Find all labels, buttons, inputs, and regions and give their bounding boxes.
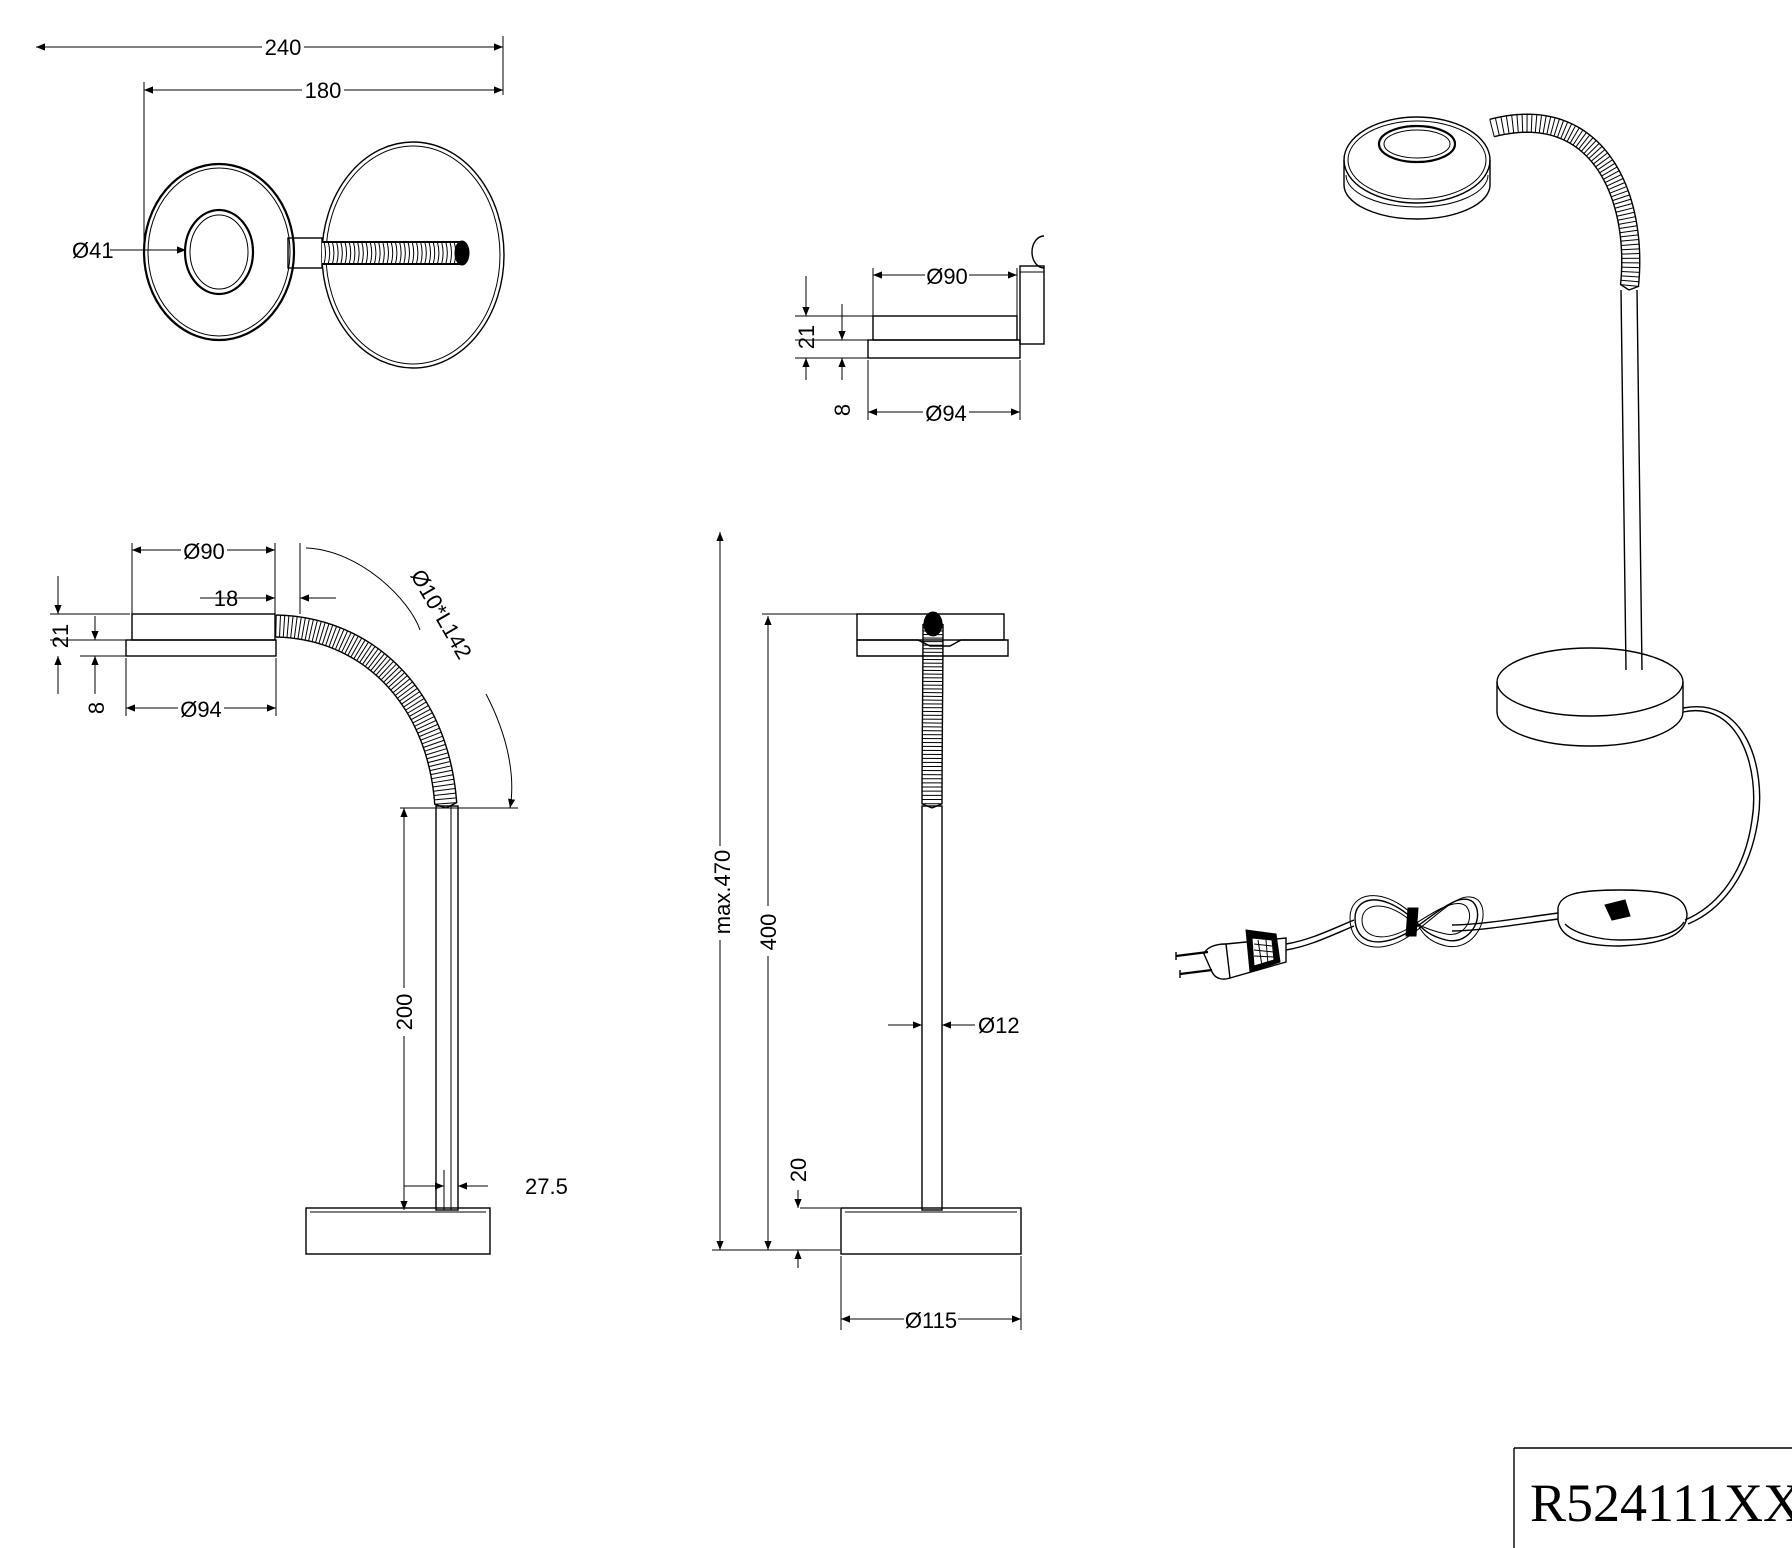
dim-detail-base-diameter: Ø94: [925, 401, 967, 426]
euro-plug: [1175, 929, 1287, 980]
gooseneck-coil-top: [322, 240, 470, 266]
dim-side-rim-height: 8: [84, 702, 109, 714]
dim-detail-top-diameter: Ø90: [926, 264, 968, 289]
inline-switch: [1557, 889, 1688, 947]
dim-detail-rim-height: 8: [830, 404, 855, 416]
cord-bundle: [1349, 895, 1484, 948]
dim-head-width: 180: [305, 78, 342, 103]
dim-stem-height: 200: [392, 994, 417, 1031]
top-view: 240 180 Ø41: [36, 33, 505, 369]
dim-detail-height: 21: [794, 325, 819, 349]
dim-overall-width: 240: [265, 35, 302, 60]
lamp-head-outline: [142, 162, 296, 342]
perspective-view: [1175, 113, 1761, 980]
side-view: Ø90 18 Ø10*L142 200 27.5: [48, 537, 568, 1255]
perspective-gooseneck: [1489, 113, 1641, 291]
dim-stem-offset: 27.5: [525, 1174, 568, 1199]
dim-side-head-diameter: Ø90: [183, 539, 225, 564]
head-detail-view: Ø90 21 8 Ø94: [794, 235, 1045, 426]
gooseneck-coil-front: [921, 623, 944, 809]
light-ring: [183, 208, 255, 296]
title-block: R524111XX: [1513, 1447, 1792, 1548]
perspective-light-ring: [1377, 124, 1457, 164]
stem-side: [435, 805, 459, 1211]
dim-side-base-diameter: Ø94: [180, 697, 222, 722]
dim-base-diameter: Ø115: [905, 1308, 957, 1333]
front-view: max.470 400 Ø12 20 Ø115: [706, 532, 1022, 1333]
dim-gooseneck: Ø10*L142: [406, 565, 477, 663]
dim-ring-diameter: Ø41: [72, 238, 114, 263]
stem-front: [921, 805, 943, 1211]
dim-side-offset: 18: [214, 586, 238, 611]
dim-stem-diameter: Ø12: [978, 1013, 1020, 1038]
dim-max-height: max.470: [710, 850, 735, 934]
dim-side-height: 21: [48, 624, 73, 648]
dim-base-height: 20: [786, 1158, 811, 1182]
gooseneck-coil-side: [275, 614, 458, 809]
dim-height: 400: [756, 914, 781, 951]
model-number: R524111XX: [1530, 1473, 1792, 1533]
